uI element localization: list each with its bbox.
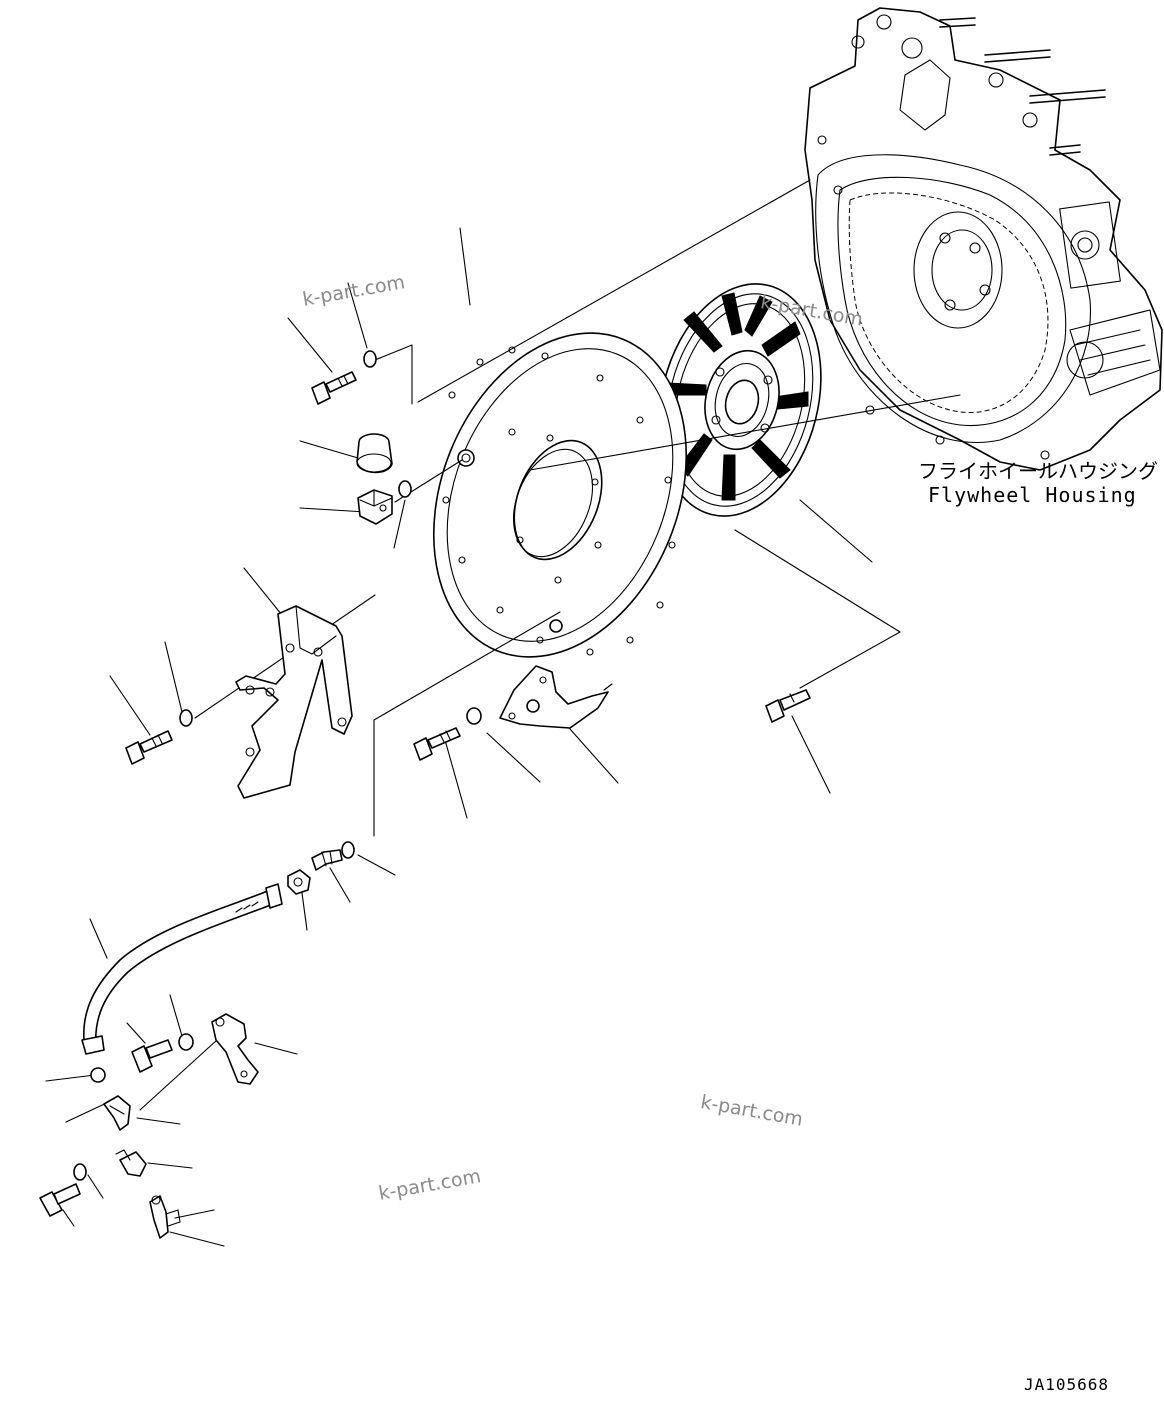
union-fitting [311,849,343,871]
tee-fitting [149,1195,181,1239]
parts-middle-left [125,709,193,765]
mounting-bracket [235,605,353,799]
o-ring-lower [341,841,355,859]
parts-center [413,665,811,761]
hose-assembly [81,883,283,1055]
washer-lower-1 [178,1033,194,1051]
drawing-code: JA105668 [1024,1375,1110,1394]
o-ring-upper [398,480,412,498]
block-fitting [357,489,393,525]
rubber-mount [356,433,393,474]
washer-lower-2 [73,1163,87,1181]
housing-label-japanese: フライホイールハウジング [918,459,1158,483]
clamp-bracket [499,665,613,729]
sensor-bracket [211,1013,259,1085]
washer-center [466,707,482,725]
bolt-lower-1 [131,1039,173,1073]
nut-fitting [287,869,311,895]
washer-upper [363,350,377,368]
parts-fittings [287,841,355,895]
washer-bracket [179,709,193,727]
bolt-center [413,727,461,761]
bolt-right [765,689,811,723]
adapter-plate [432,332,688,658]
clip-fitting [115,1149,147,1177]
parts-lower-left [39,1013,259,1239]
housing-label-english: Flywheel Housing [928,483,1137,507]
bolt-bracket [125,730,173,765]
bolt-lower-2 [39,1183,81,1217]
elbow-fitting [103,1095,131,1131]
cap-fitting [90,1067,106,1083]
flywheel-housing-engine [804,7,1163,471]
parts-upper-left [311,350,412,525]
bolt-upper [311,371,357,405]
